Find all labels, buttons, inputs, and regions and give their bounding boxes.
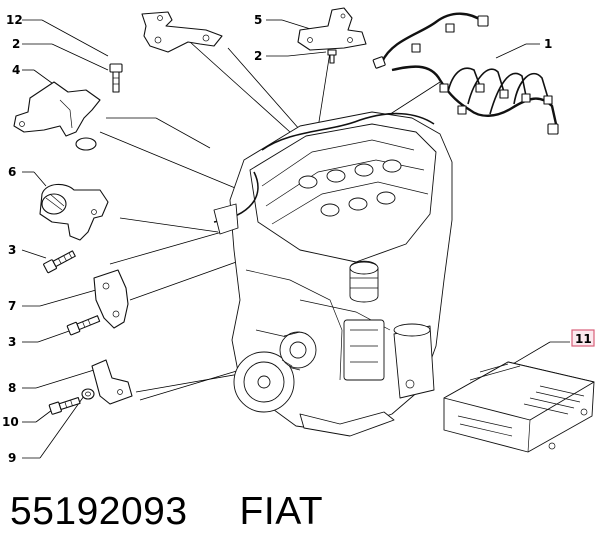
part-3-bolt-lower [66, 315, 101, 336]
callout-12: 12 [6, 13, 23, 27]
callout-4: 4 [12, 63, 20, 77]
part-9-washer [81, 388, 95, 400]
callout-2-top: 2 [12, 37, 20, 51]
part-2-bolt-top [109, 63, 123, 93]
callout-3-upper: 3 [8, 243, 16, 257]
callout-5: 5 [254, 13, 262, 27]
callout-1: 1 [544, 37, 552, 51]
part-1-wiring-harness [372, 12, 559, 135]
engine-assembly [213, 111, 453, 437]
callout-7: 7 [8, 299, 16, 313]
callout-labels: 12 2 4 5 2 1 6 3 7 3 8 10 9 11 [2, 13, 595, 465]
part-4-bracket [13, 81, 101, 151]
callout-6: 6 [8, 165, 16, 179]
part-footer: 55192093 FIAT [10, 482, 323, 542]
part-7-plate [93, 269, 129, 329]
callout-10: 10 [2, 415, 19, 429]
part-3-bolt-upper [43, 250, 76, 274]
callout-11: 11 [575, 332, 592, 346]
exploded-parts-diagram: 12 2 4 5 2 1 6 3 7 3 8 10 9 11 [2, 7, 595, 465]
part-5-bracket [297, 7, 367, 51]
callout-11-highlight-box [571, 329, 595, 347]
callout-3-lower: 3 [8, 335, 16, 349]
part-11-ecu [443, 361, 595, 453]
part-6-sensor-bracket [39, 183, 109, 241]
part-12-bracket [141, 11, 223, 53]
brand-name: FIAT [239, 490, 324, 533]
part-10-bolt [48, 397, 81, 415]
callout-8: 8 [8, 381, 16, 395]
part-8-bracket [91, 359, 133, 405]
callout-9: 9 [8, 451, 16, 465]
callout-2-middle: 2 [254, 49, 262, 63]
part-number: 55192093 [10, 490, 188, 533]
part-2-bolt-small [327, 49, 337, 64]
